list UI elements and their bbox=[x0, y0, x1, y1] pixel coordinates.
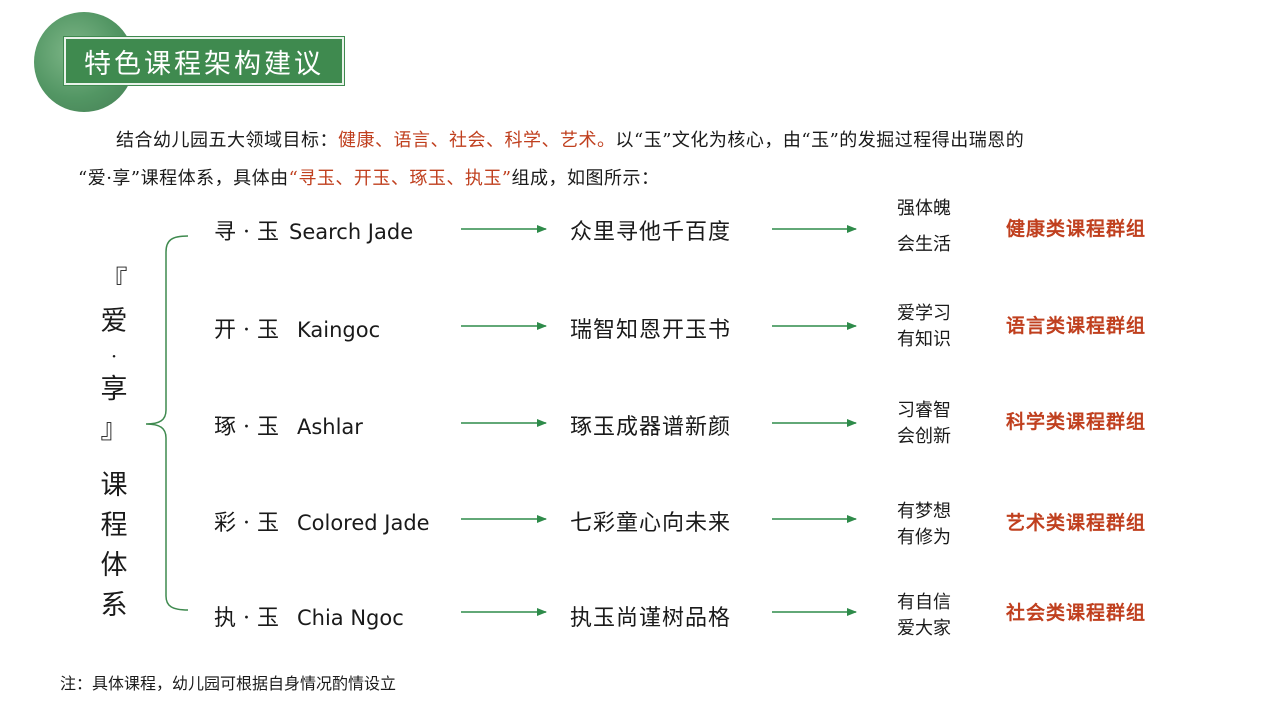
system-title-char: 爱 bbox=[100, 306, 128, 337]
row-trait-1: 习睿智 bbox=[897, 400, 951, 421]
row-trait-2: 会生活 bbox=[897, 234, 951, 255]
brace-line bbox=[145, 235, 189, 611]
row-label: 寻 · 玉 Search Jade bbox=[214, 214, 413, 246]
row-motto: 执玉尚谨树品格 bbox=[570, 606, 732, 631]
row-motto: 众里寻他千百度 bbox=[570, 220, 732, 245]
row-traits: 习睿智 会创新 bbox=[884, 398, 964, 450]
system-title-char: 课 bbox=[100, 470, 128, 501]
page-title: 特色课程架构建议 bbox=[84, 48, 324, 80]
row-traits: 有自信 爱大家 bbox=[884, 590, 964, 642]
row-course-group: 健康类课程群组 bbox=[1006, 218, 1147, 240]
row-trait-2: 有知识 bbox=[897, 329, 951, 350]
row-label-cn: 彩 · 玉 bbox=[214, 511, 279, 536]
row-trait-1: 强体魄 bbox=[897, 198, 951, 219]
system-title-char: 享 bbox=[100, 374, 128, 405]
row-course-group: 科学类课程群组 bbox=[1006, 411, 1147, 433]
row-motto: 七彩童心向未来 bbox=[570, 511, 732, 536]
row-label-en: Chia Ngoc bbox=[296, 606, 404, 630]
intro-text: 结合幼儿园五大领域目标： bbox=[116, 130, 338, 151]
row-label-en: Ashlar bbox=[296, 415, 363, 439]
row-motto: 瑞智知恩开玉书 bbox=[570, 318, 732, 343]
row-trait-1: 有梦想 bbox=[897, 501, 951, 522]
footnote: 注：具体课程，幼儿园可根据自身情况酌情设立 bbox=[60, 674, 397, 693]
intro-line-1: 结合幼儿园五大领域目标：健康、语言、社会、科学、艺术。以“玉”文化为核心，由“玉… bbox=[78, 122, 1218, 160]
row-trait-2: 有修为 bbox=[897, 527, 951, 548]
intro-paragraph: 结合幼儿园五大领域目标：健康、语言、社会、科学、艺术。以“玉”文化为核心，由“玉… bbox=[78, 122, 1218, 198]
intro-text: “爱·享”课程体系，具体由 bbox=[78, 168, 289, 189]
system-title-char: 体 bbox=[100, 550, 128, 581]
row-label-en: Kaingoc bbox=[296, 318, 381, 342]
system-title-char: 系 bbox=[100, 590, 128, 621]
system-title-char: · bbox=[110, 344, 118, 368]
system-title-char: 『 bbox=[100, 266, 128, 297]
row-trait-1: 爱学习 bbox=[897, 303, 951, 324]
row-course-group: 社会类课程群组 bbox=[1006, 602, 1147, 624]
row-traits: 爱学习 有知识 bbox=[884, 301, 964, 353]
row-label-cn: 琢 · 玉 bbox=[214, 415, 279, 440]
row-label: 彩 · 玉 Colored Jade bbox=[214, 505, 430, 537]
row-label-cn: 开 · 玉 bbox=[214, 318, 279, 343]
system-title-char: 程 bbox=[100, 510, 128, 541]
system-title-char: 』 bbox=[100, 414, 128, 445]
intro-line-2: “爱·享”课程体系，具体由“寻玉、开玉、琢玉、执玉”组成，如图所示： bbox=[78, 160, 1218, 198]
row-label-cn: 寻 · 玉 bbox=[214, 220, 279, 245]
row-trait-2: 会创新 bbox=[897, 426, 951, 447]
title-banner: 特色课程架构建议 bbox=[64, 37, 344, 85]
intro-stages-highlight: “寻玉、开玉、琢玉、执玉” bbox=[288, 168, 512, 189]
intro-text: 以“玉”文化为核心，由“玉”的发掘过程得出瑞恩的 bbox=[615, 130, 1025, 151]
row-label: 开 · 玉 Kaingoc bbox=[214, 312, 380, 344]
system-title-vertical: 『 爱 · 享 』 课 程 体 系 bbox=[96, 262, 132, 626]
row-trait-2: 爱大家 bbox=[897, 618, 951, 639]
row-trait-1: 有自信 bbox=[897, 592, 951, 613]
row-course-group: 艺术类课程群组 bbox=[1006, 512, 1147, 534]
intro-text: 组成，如图所示： bbox=[511, 168, 660, 189]
row-label: 执 · 玉 Chia Ngoc bbox=[214, 600, 404, 632]
row-traits: 有梦想 有修为 bbox=[884, 499, 964, 551]
row-label-cn: 执 · 玉 bbox=[214, 606, 279, 631]
row-traits: 强体魄 会生活 bbox=[884, 196, 964, 258]
intro-domains-highlight: 健康、语言、社会、科学、艺术。 bbox=[338, 130, 616, 151]
row-label-en: Search Jade bbox=[288, 220, 414, 244]
row-label: 琢 · 玉 Ashlar bbox=[214, 409, 363, 441]
row-motto: 琢玉成器谱新颜 bbox=[570, 415, 732, 440]
row-course-group: 语言类课程群组 bbox=[1006, 315, 1147, 337]
row-label-en: Colored Jade bbox=[296, 511, 430, 535]
